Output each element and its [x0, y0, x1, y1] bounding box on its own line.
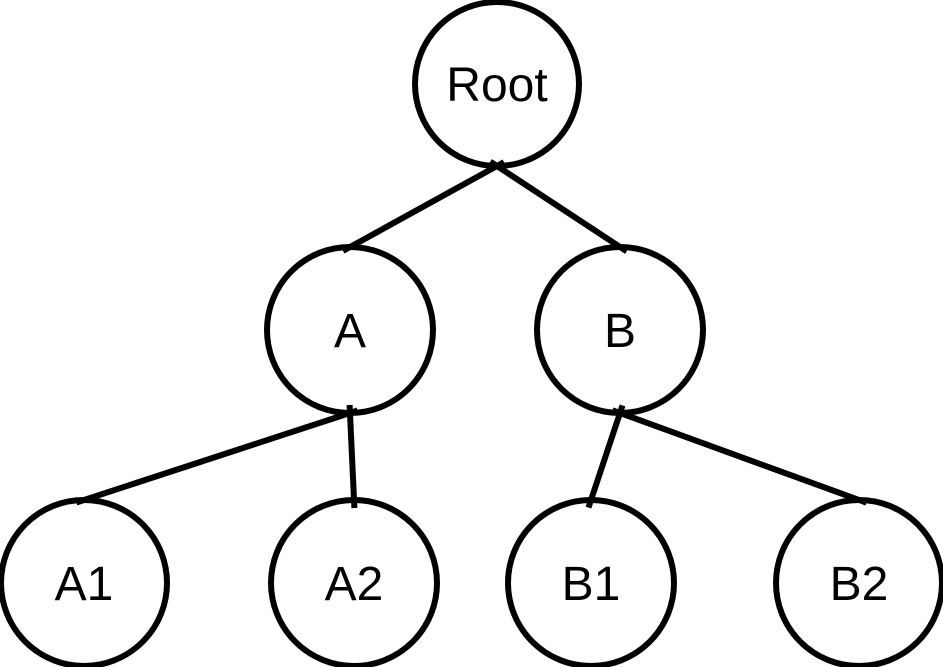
edge-root-b [488, 159, 629, 254]
edge-root-a [341, 159, 506, 254]
edge-b-b1 [585, 404, 626, 509]
node-label-b1: B1 [562, 558, 621, 611]
node-label-a2: A2 [325, 558, 384, 611]
edge-b-b2 [611, 407, 868, 506]
edge-a-a2 [346, 404, 358, 509]
node-label-b2: B2 [830, 558, 889, 611]
node-label-a1: A1 [55, 558, 114, 611]
node-label-b: B [604, 305, 636, 358]
node-label-root: Root [446, 59, 547, 112]
node-label-a: A [334, 305, 366, 358]
edge-a-a1 [75, 407, 359, 506]
